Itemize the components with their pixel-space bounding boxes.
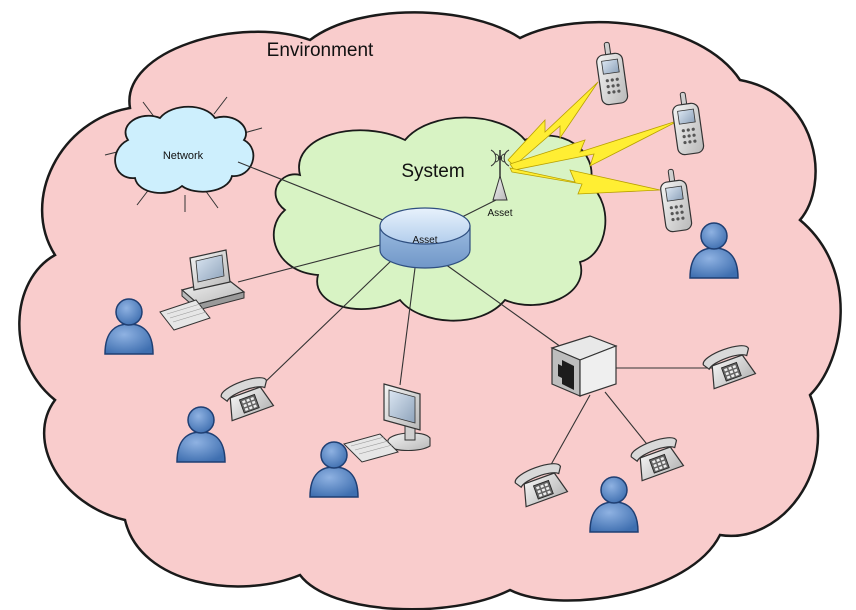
network-label: Network xyxy=(163,150,204,162)
server-icon xyxy=(550,335,618,397)
monitor-computer-icon xyxy=(343,383,431,463)
hub-asset: Asset xyxy=(379,207,471,269)
environment-label: Environment xyxy=(267,40,374,61)
antenna-asset: Asset xyxy=(487,149,513,219)
wireless-signals xyxy=(507,81,681,195)
system-label: System xyxy=(401,161,464,182)
network-cloud: Network xyxy=(104,96,263,212)
hub-asset-label: Asset xyxy=(412,235,437,246)
antenna-asset-label: Asset xyxy=(487,208,512,219)
connection-lines xyxy=(237,161,722,471)
desktop-computer-icon xyxy=(159,249,246,331)
